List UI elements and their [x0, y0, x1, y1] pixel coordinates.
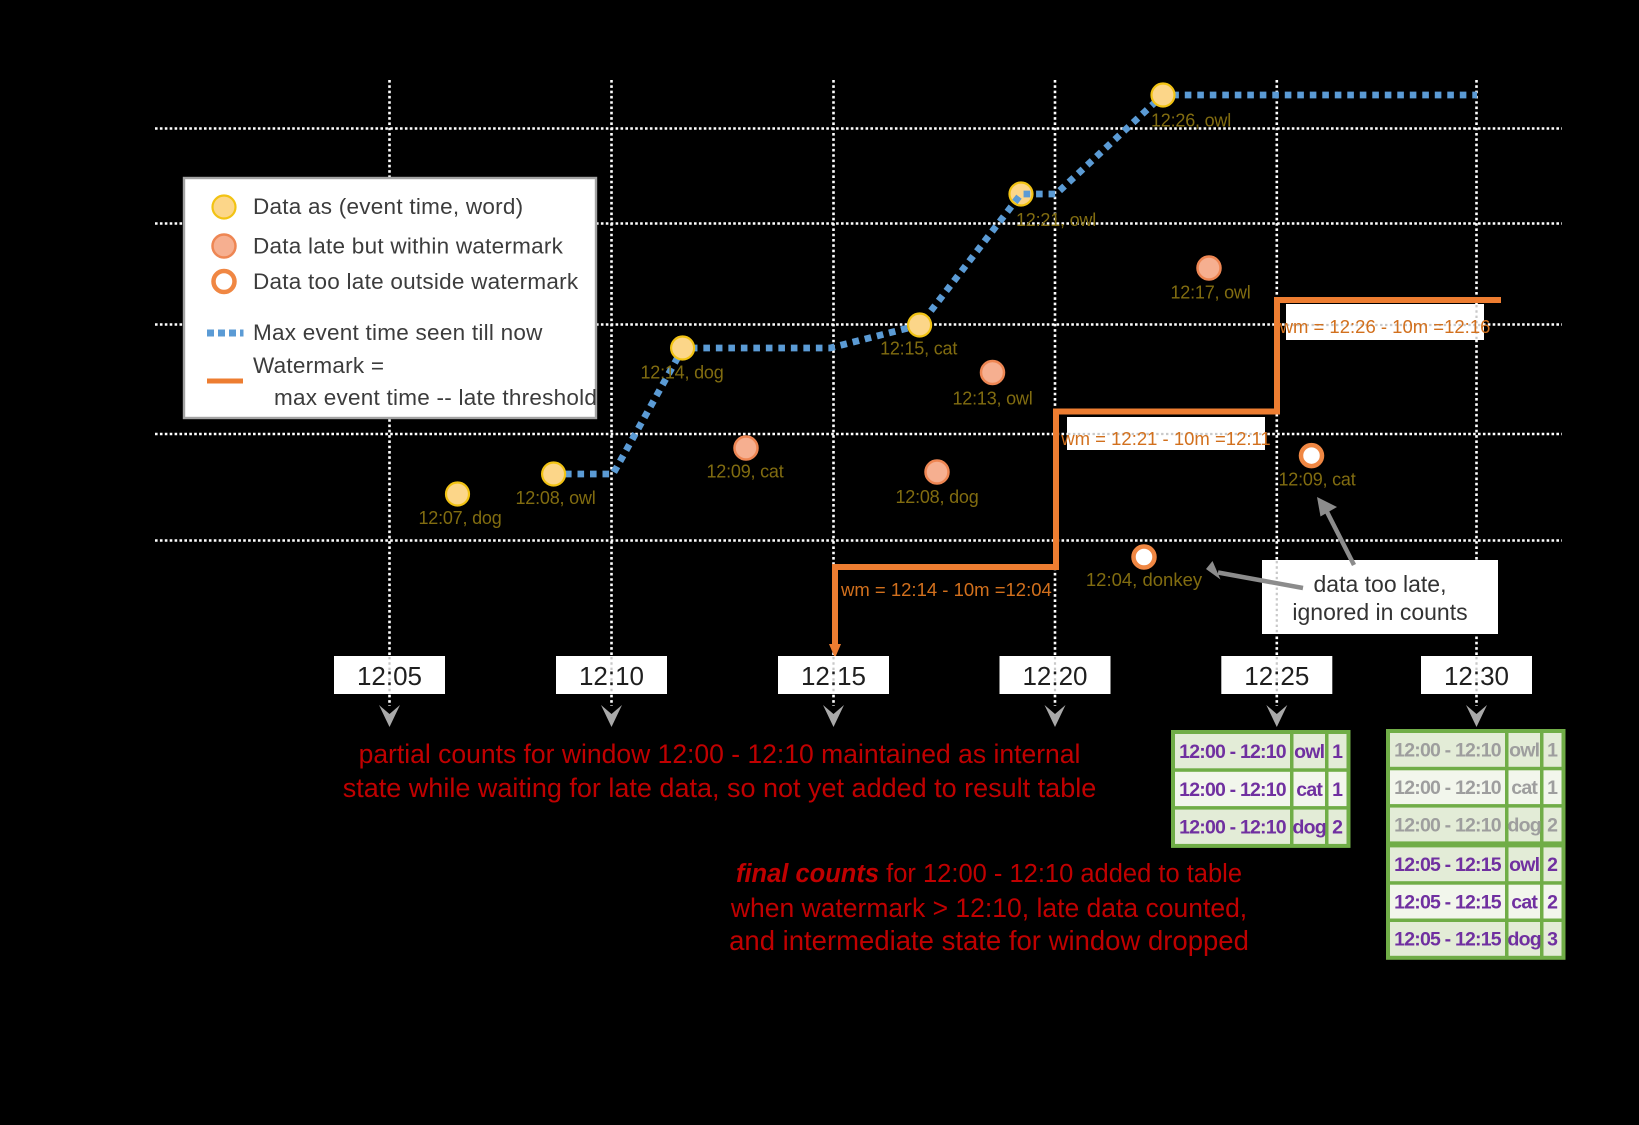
svg-text:dog: dog	[1293, 817, 1326, 839]
svg-text:1: 1	[1547, 740, 1558, 762]
svg-text:12:08, dog: 12:08, dog	[895, 487, 978, 507]
svg-text:owl: owl	[1509, 740, 1539, 762]
svg-text:1: 1	[1547, 777, 1558, 799]
svg-text:12:05 - 12:15: 12:05 - 12:15	[1394, 929, 1502, 951]
svg-text:dog: dog	[1508, 814, 1541, 836]
svg-text:12:13, owl: 12:13, owl	[952, 389, 1032, 409]
svg-text:12:00 - 12:10: 12:00 - 12:10	[1394, 777, 1502, 799]
svg-text:dog: dog	[1508, 929, 1541, 951]
svg-text:12:10: 12:10	[579, 661, 644, 691]
svg-text:when watermark > 12:10, late d: when watermark > 12:10, late data counte…	[730, 893, 1247, 923]
svg-text:2: 2	[1547, 854, 1558, 876]
svg-text:1: 1	[1332, 779, 1343, 801]
svg-text:12:00 - 12:10: 12:00 - 12:10	[1179, 779, 1287, 801]
svg-text:12:00 - 12:10: 12:00 - 12:10	[1394, 740, 1502, 762]
svg-text:12:05 - 12:15: 12:05 - 12:15	[1394, 854, 1502, 876]
svg-text:2: 2	[1547, 814, 1558, 836]
svg-text:partial counts for window 12:0: partial counts for window 12:00 - 12:10 …	[359, 739, 1081, 769]
svg-text:12:05 - 12:15: 12:05 - 12:15	[1394, 891, 1502, 913]
svg-text:data too late,: data too late,	[1314, 571, 1447, 597]
svg-text:2: 2	[1332, 817, 1343, 839]
svg-text:12:07, dog: 12:07, dog	[418, 508, 501, 528]
svg-text:12:14, dog: 12:14, dog	[640, 363, 723, 383]
svg-text:12:09, cat: 12:09, cat	[1278, 470, 1355, 490]
svg-text:cat: cat	[1511, 777, 1538, 799]
svg-text:wm = 12:21 - 10m =12:11: wm = 12:21 - 10m =12:11	[1060, 428, 1270, 449]
svg-text:and intermediate state for win: and intermediate state for window droppe…	[729, 925, 1249, 956]
svg-text:12:00 - 12:10: 12:00 - 12:10	[1179, 741, 1287, 763]
svg-text:Max event time seen till now: Max event time seen till now	[253, 320, 543, 345]
svg-text:3: 3	[1547, 929, 1558, 951]
svg-text:final counts for 12:00 - 12:10: final counts for 12:00 - 12:10 added to …	[736, 860, 1242, 888]
svg-text:cat: cat	[1296, 779, 1323, 801]
svg-text:12:15: 12:15	[801, 661, 866, 691]
svg-text:Data too late outside watermar: Data too late outside watermark	[253, 269, 579, 294]
svg-text:wm = 12:14 - 10m =12:04: wm = 12:14 - 10m =12:04	[840, 579, 1052, 600]
svg-text:12:05: 12:05	[357, 661, 422, 691]
svg-text:12:08, owl: 12:08, owl	[515, 488, 595, 508]
svg-text:max event time -- late thresho: max event time -- late threshold	[274, 385, 597, 410]
svg-text:owl: owl	[1294, 741, 1324, 763]
svg-text:cat: cat	[1511, 891, 1538, 913]
svg-text:12:15, cat: 12:15, cat	[880, 339, 957, 359]
svg-text:12:00 - 12:10: 12:00 - 12:10	[1394, 814, 1502, 836]
svg-text:12:17, owl: 12:17, owl	[1170, 283, 1250, 303]
svg-text:12:30: 12:30	[1444, 661, 1509, 691]
svg-text:Watermark =: Watermark =	[253, 353, 384, 378]
svg-text:1: 1	[1332, 741, 1343, 763]
svg-text:ignored in counts: ignored in counts	[1292, 599, 1467, 625]
svg-text:owl: owl	[1509, 854, 1539, 876]
svg-text:state while waiting for late d: state while waiting for late data, so no…	[343, 773, 1096, 803]
svg-text:2: 2	[1547, 891, 1558, 913]
svg-text:Data late but within watermark: Data late but within watermark	[253, 234, 564, 259]
svg-text:12:09, cat: 12:09, cat	[706, 462, 783, 482]
svg-text:12:25: 12:25	[1244, 661, 1309, 691]
svg-text:wm = 12:26 - 10m =12:16: wm = 12:26 - 10m =12:16	[1279, 316, 1491, 337]
svg-text:12:04, donkey: 12:04, donkey	[1086, 569, 1203, 590]
svg-text:12:20: 12:20	[1022, 661, 1087, 691]
svg-text:Data as (event time, word): Data as (event time, word)	[253, 194, 523, 219]
svg-text:12:21, owl: 12:21, owl	[1016, 210, 1096, 230]
svg-text:12:00 - 12:10: 12:00 - 12:10	[1179, 817, 1287, 839]
svg-text:12:26, owl: 12:26, owl	[1151, 111, 1231, 131]
